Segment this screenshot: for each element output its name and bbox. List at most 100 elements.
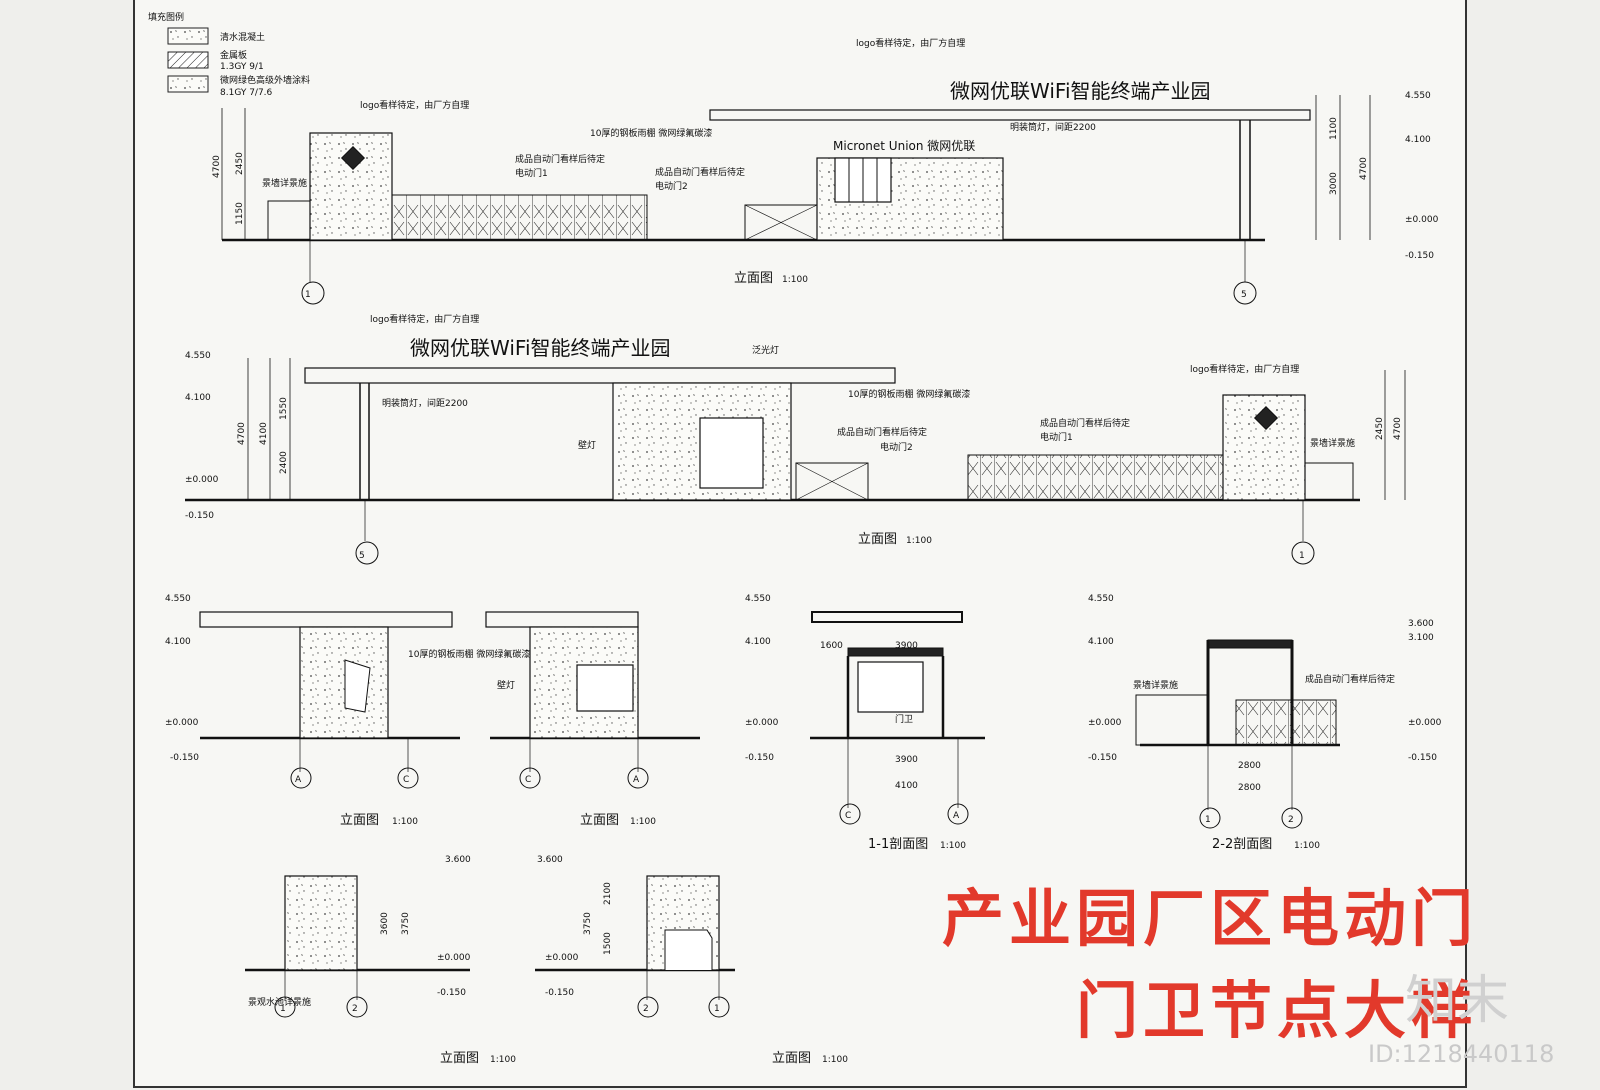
logo-icon	[1253, 405, 1279, 431]
level-zero: ±0.000	[1405, 215, 1439, 225]
level-wall-top: 3.600	[537, 855, 563, 865]
axis-label: 5	[359, 551, 365, 561]
note-gate2: 成品自动门看样后待定	[837, 426, 927, 438]
axis-label: C	[845, 811, 851, 821]
level-top: 4.550	[185, 351, 211, 361]
canopy	[304, 367, 896, 384]
title-elev-2-scale: 1:100	[906, 536, 932, 546]
legend-code-metal: 1.3GY 9/1	[220, 62, 264, 72]
note-landscape-wall: 景墙详景施	[262, 177, 307, 189]
note-downlight: 明装筒灯，间距2200	[382, 397, 468, 409]
level-ground: -0.150	[1408, 753, 1437, 763]
axis-label: 1	[280, 1004, 286, 1014]
dim-text: 1600	[820, 641, 843, 651]
title-section-2: 2-2剖面图	[1212, 837, 1272, 852]
note-logo: logo看样待定，由厂方自理	[1190, 363, 1299, 375]
level-ground: -0.150	[545, 988, 574, 998]
title-elev-7: 立面图	[440, 1051, 479, 1066]
note-landscape-pool: 景观水池详景施	[248, 996, 311, 1008]
legend-label-paint: 微网绿色高级外墙涂料	[220, 74, 310, 86]
axis-bubble	[1233, 281, 1257, 305]
elevation-1-5	[221, 95, 1371, 305]
dim-text: 1550	[279, 397, 289, 420]
level-ground: -0.150	[745, 753, 774, 763]
watermark-id: ID:1218440118	[1368, 1040, 1555, 1068]
big-title-line-2: 门卫节点大样	[1075, 974, 1478, 1047]
row-4-text: 3.600 ±0.000 -0.150 3600 3750 景观水池详景施 1 …	[248, 855, 848, 1066]
level-zero: ±0.000	[1408, 718, 1442, 728]
level-wall-top: 3.600	[445, 855, 471, 865]
title-elev-3: 立面图	[340, 813, 379, 828]
elevation-5-1-text: 微网优联WiFi智能终端产业园 logo看样待定，由厂方自理 logo看样待定，…	[185, 313, 1403, 561]
micronet-text: Micronet Union 微网优联	[833, 139, 975, 153]
axis-label: A	[295, 775, 302, 785]
level-canopy: 4.100	[165, 637, 191, 647]
level-zero: ±0.000	[437, 953, 471, 963]
title-elev-1-scale: 1:100	[782, 275, 808, 285]
note-floodlight: 泛光灯	[752, 344, 779, 356]
level-zero: ±0.000	[1088, 718, 1122, 728]
gate-2	[795, 462, 869, 501]
note-downlight: 明装筒灯，间距2200	[1010, 121, 1096, 133]
gate-1	[967, 454, 1224, 501]
note-logo: logo看样待定，由厂方自理	[360, 99, 469, 111]
dim-text: 3750	[583, 912, 593, 935]
level-top: 4.550	[1405, 91, 1431, 101]
level-zero: ±0.000	[745, 718, 779, 728]
note-gate1: 成品自动门看样后待定	[1305, 673, 1395, 685]
guardroom-side-a	[299, 626, 389, 739]
dim-text: 3900	[895, 641, 918, 651]
axis-label: C	[403, 775, 409, 785]
note-gate1-name: 电动门1	[1040, 431, 1073, 443]
canopy	[709, 109, 1311, 121]
title-elev-3-scale: 1:100	[392, 817, 418, 827]
dim-text: 1500	[603, 932, 613, 955]
guard-door	[699, 417, 764, 489]
title-elev-8-scale: 1:100	[822, 1055, 848, 1065]
dim-text: 2450	[235, 152, 245, 175]
legend-label-concrete: 清水混凝土	[220, 31, 265, 43]
level-ground: -0.150	[1405, 251, 1434, 261]
legend-title: 填充图例	[148, 11, 184, 23]
level-zero: ±0.000	[165, 718, 199, 728]
dim-text: 3000	[1329, 172, 1339, 195]
note-wall-lamp: 壁灯	[497, 679, 515, 691]
title-elev-7-scale: 1:100	[490, 1055, 516, 1065]
landscape-wall-a	[284, 875, 358, 971]
dim-text: 4700	[1359, 157, 1369, 180]
dim-text: 2100	[603, 882, 613, 905]
title-section-1: 1-1剖面图	[868, 837, 928, 852]
axis-label: C	[525, 775, 531, 785]
landscape-wall	[1304, 462, 1354, 501]
logo-icon	[340, 145, 366, 171]
title-elev-4-scale: 1:100	[630, 817, 656, 827]
note-wall-lamp: 壁灯	[578, 439, 596, 451]
dim-text: 3900	[895, 755, 918, 765]
legend-swatch-concrete	[167, 27, 209, 45]
elevation-1-5-text: 微网优联WiFi智能终端产业园 Micronet Union 微网优联 logo…	[212, 37, 1439, 300]
axis-label: 2	[1288, 815, 1294, 825]
axis-label: 1	[714, 1004, 720, 1014]
level-wall-mid: 3.100	[1408, 633, 1434, 643]
level-canopy: 4.100	[1405, 135, 1431, 145]
legend-code-paint: 8.1GY 7/7.6	[220, 88, 273, 98]
level-top: 4.550	[165, 594, 191, 604]
note-gate2-name: 电动门2	[655, 180, 688, 192]
axis-bubble	[355, 541, 379, 565]
axis-bubble	[1291, 541, 1315, 565]
axis-label: 1	[305, 290, 311, 300]
note-guardroom: 门卫	[895, 713, 913, 725]
level-canopy: 4.100	[185, 393, 211, 403]
axis-bubble	[301, 281, 325, 305]
title-elev-8: 立面图	[772, 1051, 811, 1066]
note-canopy: 10厚的钢板雨棚 微网绿氟碳漆	[408, 648, 530, 660]
note-canopy: 10厚的钢板雨棚 微网绿氟碳漆	[848, 388, 970, 400]
axis-label: 5	[1241, 290, 1247, 300]
level-ground: -0.150	[170, 753, 199, 763]
level-canopy: 4.100	[1088, 637, 1114, 647]
level-top: 4.550	[1088, 594, 1114, 604]
legend-label-metal: 金属板	[220, 49, 247, 61]
level-zero: ±0.000	[185, 475, 219, 485]
